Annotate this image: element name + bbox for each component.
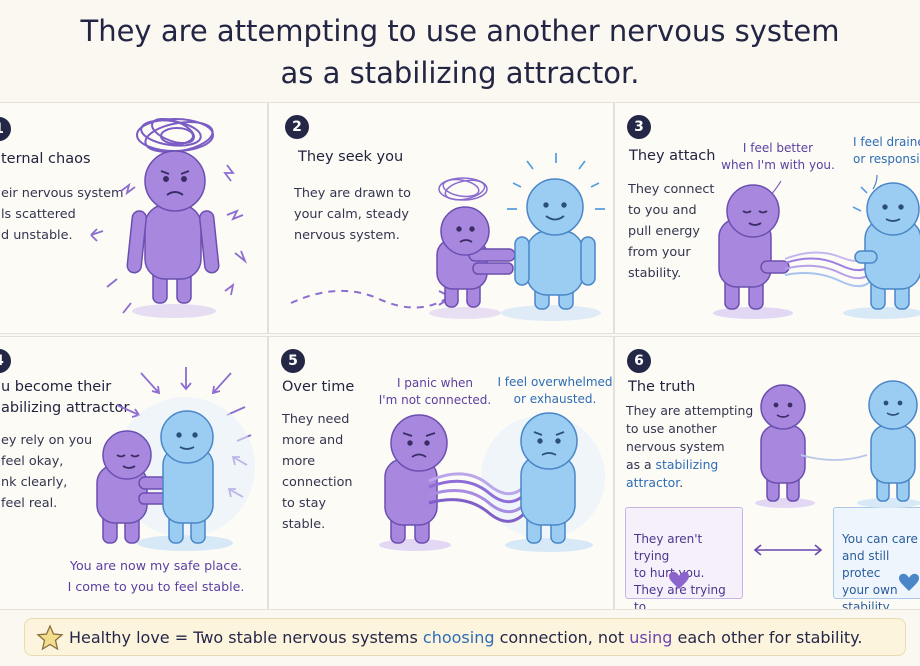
over-time-figures-illustration bbox=[379, 412, 605, 552]
blue-figure bbox=[160, 410, 214, 544]
step-number-5: 5 bbox=[281, 349, 305, 373]
step-number-4: 4 bbox=[0, 349, 11, 373]
footer-message: Healthy love = Two stable nervous system… bbox=[69, 628, 862, 647]
panel-5-quote-left: I panic when I'm not connected. bbox=[378, 376, 492, 407]
panel-5-title: Over time bbox=[282, 379, 355, 395]
page-title: They are attempting to use another nervo… bbox=[0, 10, 920, 94]
panel-5-text: They need more and more connection to st… bbox=[282, 412, 353, 532]
panel-6-text-highlight-attractor: attractor bbox=[626, 475, 680, 490]
footer-part-2: connection, not bbox=[494, 628, 630, 647]
star-icon bbox=[36, 624, 64, 651]
panel-3-quote-left: I feel better when I'm with you. bbox=[721, 141, 835, 172]
panel-over-time: 5 Over time They need more and more conn… bbox=[268, 336, 614, 610]
purple-figure bbox=[436, 206, 516, 308]
panel-they-attach: 3 They attach They connect to you and pu… bbox=[614, 102, 920, 334]
panel-4-quote: You are now my safe place. I come to you… bbox=[67, 558, 245, 594]
panel-stabilizing-attractor: 4 u become their abilizing attractor ey … bbox=[0, 336, 268, 610]
panel-4-title-line-2: abilizing attractor bbox=[1, 400, 130, 416]
panel-6-text-highlight-stabilizing: stabilizing bbox=[655, 457, 719, 472]
heavy-energy-cord bbox=[428, 472, 533, 523]
step-number-2: 2 bbox=[285, 115, 309, 139]
tangled-scribble-icon bbox=[438, 177, 488, 201]
purple-figure bbox=[126, 150, 220, 304]
footer-part-3: each other for stability. bbox=[672, 628, 863, 647]
title-line-2: as a stabilizing attractor. bbox=[280, 56, 640, 90]
panel-5-quote-right: I feel overwhelmed or exhausted. bbox=[497, 375, 613, 406]
purple-figure bbox=[718, 184, 790, 310]
calm-glow-rays bbox=[507, 153, 605, 210]
title-line-1: They are attempting to use another nervo… bbox=[80, 14, 840, 48]
chaotic-figure-illustration bbox=[90, 117, 248, 318]
footer-choosing: choosing bbox=[422, 628, 495, 647]
seeking-figures-illustration bbox=[290, 153, 605, 321]
panel-1-title: ternal chaos bbox=[1, 151, 91, 167]
blue-figure bbox=[854, 182, 920, 310]
purple-figure bbox=[96, 430, 174, 544]
step-number-6: 6 bbox=[627, 349, 651, 373]
footer-part-1: Healthy love = Two stable nervous system… bbox=[69, 628, 423, 647]
panel-6-title: The truth bbox=[628, 379, 696, 395]
attaching-figures-illustration bbox=[713, 174, 920, 319]
blue-figure bbox=[868, 380, 918, 502]
step-number-3: 3 bbox=[627, 115, 651, 139]
footer-using: using bbox=[629, 628, 673, 647]
panel-1-text: eir nervous system ls scattered d unstab… bbox=[1, 186, 124, 243]
heart-icon bbox=[899, 573, 919, 591]
panel-2-text: They are drawn to your calm, steady nerv… bbox=[294, 186, 411, 243]
heart-icon bbox=[669, 571, 689, 589]
truth-figures-illustration bbox=[669, 380, 920, 591]
panel-3-quote-right: I feel draine or responsib bbox=[853, 135, 920, 166]
panel-internal-chaos: 1 ternal chaos eir nervous system ls sca… bbox=[0, 102, 268, 334]
panel-6-text-plain: They are attempting to use another nervo… bbox=[626, 403, 754, 472]
footer-banner: Healthy love = Two stable nervous system… bbox=[24, 618, 906, 656]
attractor-figures-illustration bbox=[96, 367, 255, 551]
purple-figure bbox=[384, 414, 448, 544]
panel-the-truth: 6 The truth They are attempting to use a… bbox=[614, 336, 920, 610]
panel-4-title-line-1: u become their bbox=[1, 379, 112, 395]
panel-4-text: ey rely on you feel okay, nk clearly, fe… bbox=[1, 433, 93, 511]
panel-6-callout-right: You can care and still protec your own s… bbox=[833, 507, 920, 609]
double-arrow-icon bbox=[753, 544, 823, 556]
purple-figure bbox=[760, 384, 806, 502]
panel-6-text: They are attempting to use another nervo… bbox=[626, 402, 753, 492]
panel-they-seek-you: 2 They seek you They are drawn to your c… bbox=[268, 102, 614, 334]
panel-6-text-end: . bbox=[679, 475, 684, 490]
panel-3-title: They attach bbox=[629, 148, 716, 164]
blue-figure bbox=[514, 178, 596, 310]
step-number-1: 1 bbox=[0, 117, 11, 141]
panel-2-title: They seek you bbox=[298, 149, 404, 165]
blue-figure bbox=[520, 412, 578, 544]
panel-6-callout-right-text: You can care and still protec your own s… bbox=[842, 532, 918, 610]
panel-3-text: They connect to you and pull energy from… bbox=[628, 182, 715, 281]
